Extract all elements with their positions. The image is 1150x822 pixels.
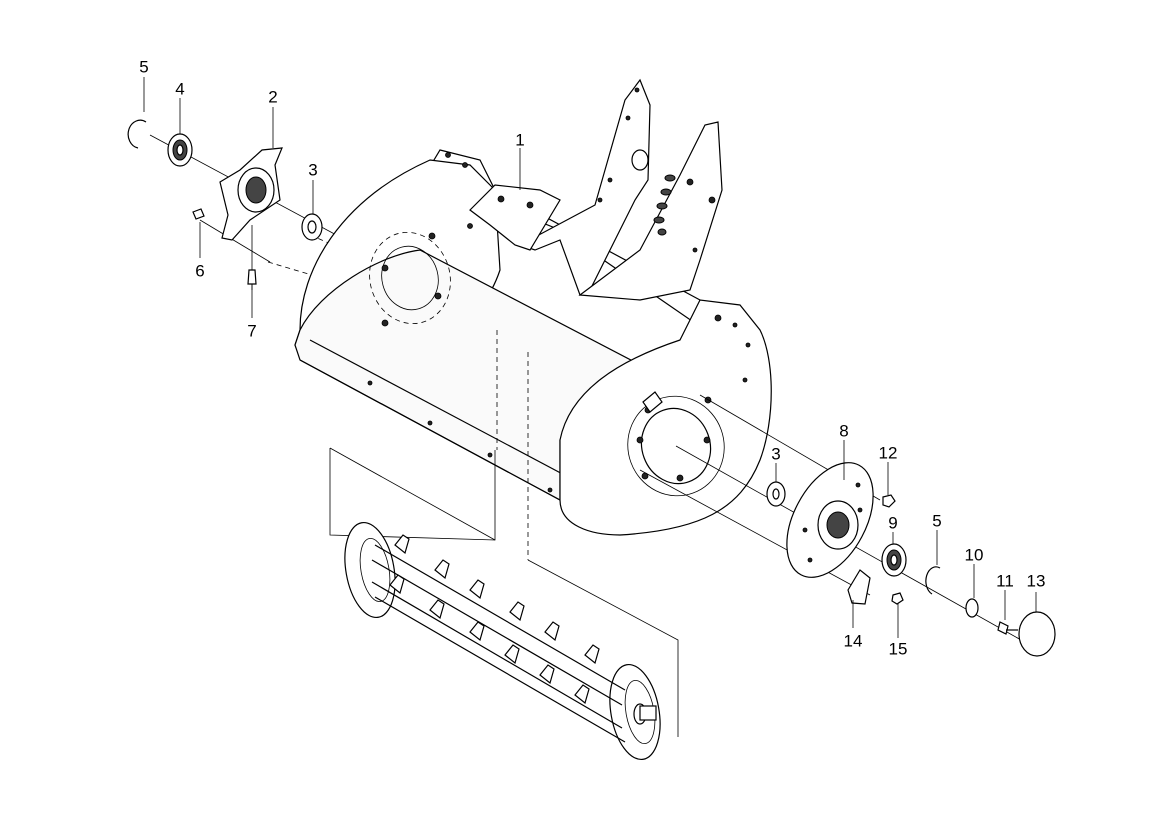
callout-end-washer: 10 — [964, 545, 984, 565]
callout-end-bolt: 11 — [996, 571, 1014, 591]
rotor-housing — [294, 149, 772, 536]
callout-circlip-left: 5 — [139, 57, 149, 77]
callout-washer-right: 3 — [771, 444, 781, 464]
callout-grease-nipple: 7 — [247, 321, 257, 341]
mounting-brackets — [469, 78, 723, 301]
callout-bolt: 6 — [195, 261, 205, 281]
rotor-assembly — [329, 330, 679, 761]
callout-housing: 1 — [515, 130, 525, 150]
callout-bearing-flange: 2 — [268, 87, 278, 107]
callout-nut-top: 12 — [878, 443, 898, 463]
leader-lines — [143, 77, 1037, 638]
callout-gasket: 14 — [843, 631, 863, 651]
rotor-flails — [389, 534, 600, 705]
callout-bearing-plate: 8 — [839, 421, 849, 441]
right-end-parts — [766, 462, 1056, 657]
callout-end-cap: 13 — [1026, 571, 1046, 591]
callout-circlip-right: 5 — [932, 511, 942, 531]
left-end-parts — [127, 119, 323, 285]
callout-bearing-left: 4 — [175, 79, 185, 99]
callout-bearing-right: 9 — [888, 513, 898, 533]
callout-nut-bottom: 15 — [888, 639, 908, 659]
callout-washer-left: 3 — [308, 160, 318, 180]
